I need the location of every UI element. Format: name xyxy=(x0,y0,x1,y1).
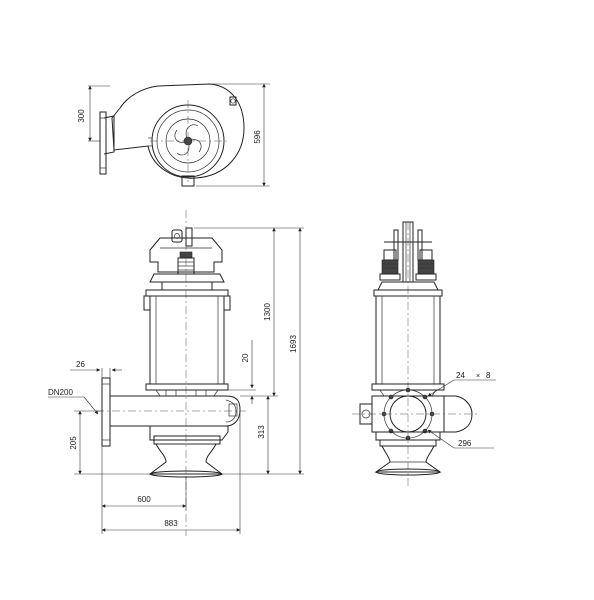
cable-gland-right xyxy=(415,249,437,281)
side-dim-flange-label: 26 xyxy=(76,360,85,369)
front-dim-times-label: × xyxy=(476,373,480,380)
side-dim-outlet-height-label: 205 xyxy=(69,436,78,450)
front-dim-bolt-count-label: 8 xyxy=(486,371,491,380)
side-outlet-flange xyxy=(101,377,111,447)
front-view: 24 × 8 296 xyxy=(352,221,496,488)
top-view: 300 596 xyxy=(77,83,270,187)
side-dim-overall-length-label: 883 xyxy=(164,519,178,528)
side-dim-outlet-label: DN200 xyxy=(48,388,73,397)
side-dim-motor-height-label: 1300 xyxy=(263,303,272,321)
side-motor-housing xyxy=(149,295,225,385)
side-dim-total-height-label: 1693 xyxy=(289,335,298,353)
side-dim-small-gap-label: 20 xyxy=(241,353,250,362)
front-dim-bolt-circle-label: 296 xyxy=(458,439,472,448)
top-dim-width-label: 300 xyxy=(77,109,86,123)
side-dim-base-center-label: 600 xyxy=(137,495,151,504)
top-dim-height-label: 596 xyxy=(253,130,262,144)
bolt-holes xyxy=(381,387,435,441)
side-dim-bottom-outlet-label: 313 xyxy=(257,425,266,439)
cable-gland-left xyxy=(379,249,401,281)
side-view: 26 DN200 205 600 883 1300 1693 20 xyxy=(48,210,304,536)
front-dim-bolts-label: 24 xyxy=(456,371,465,380)
top-outlet-flange xyxy=(99,111,107,175)
